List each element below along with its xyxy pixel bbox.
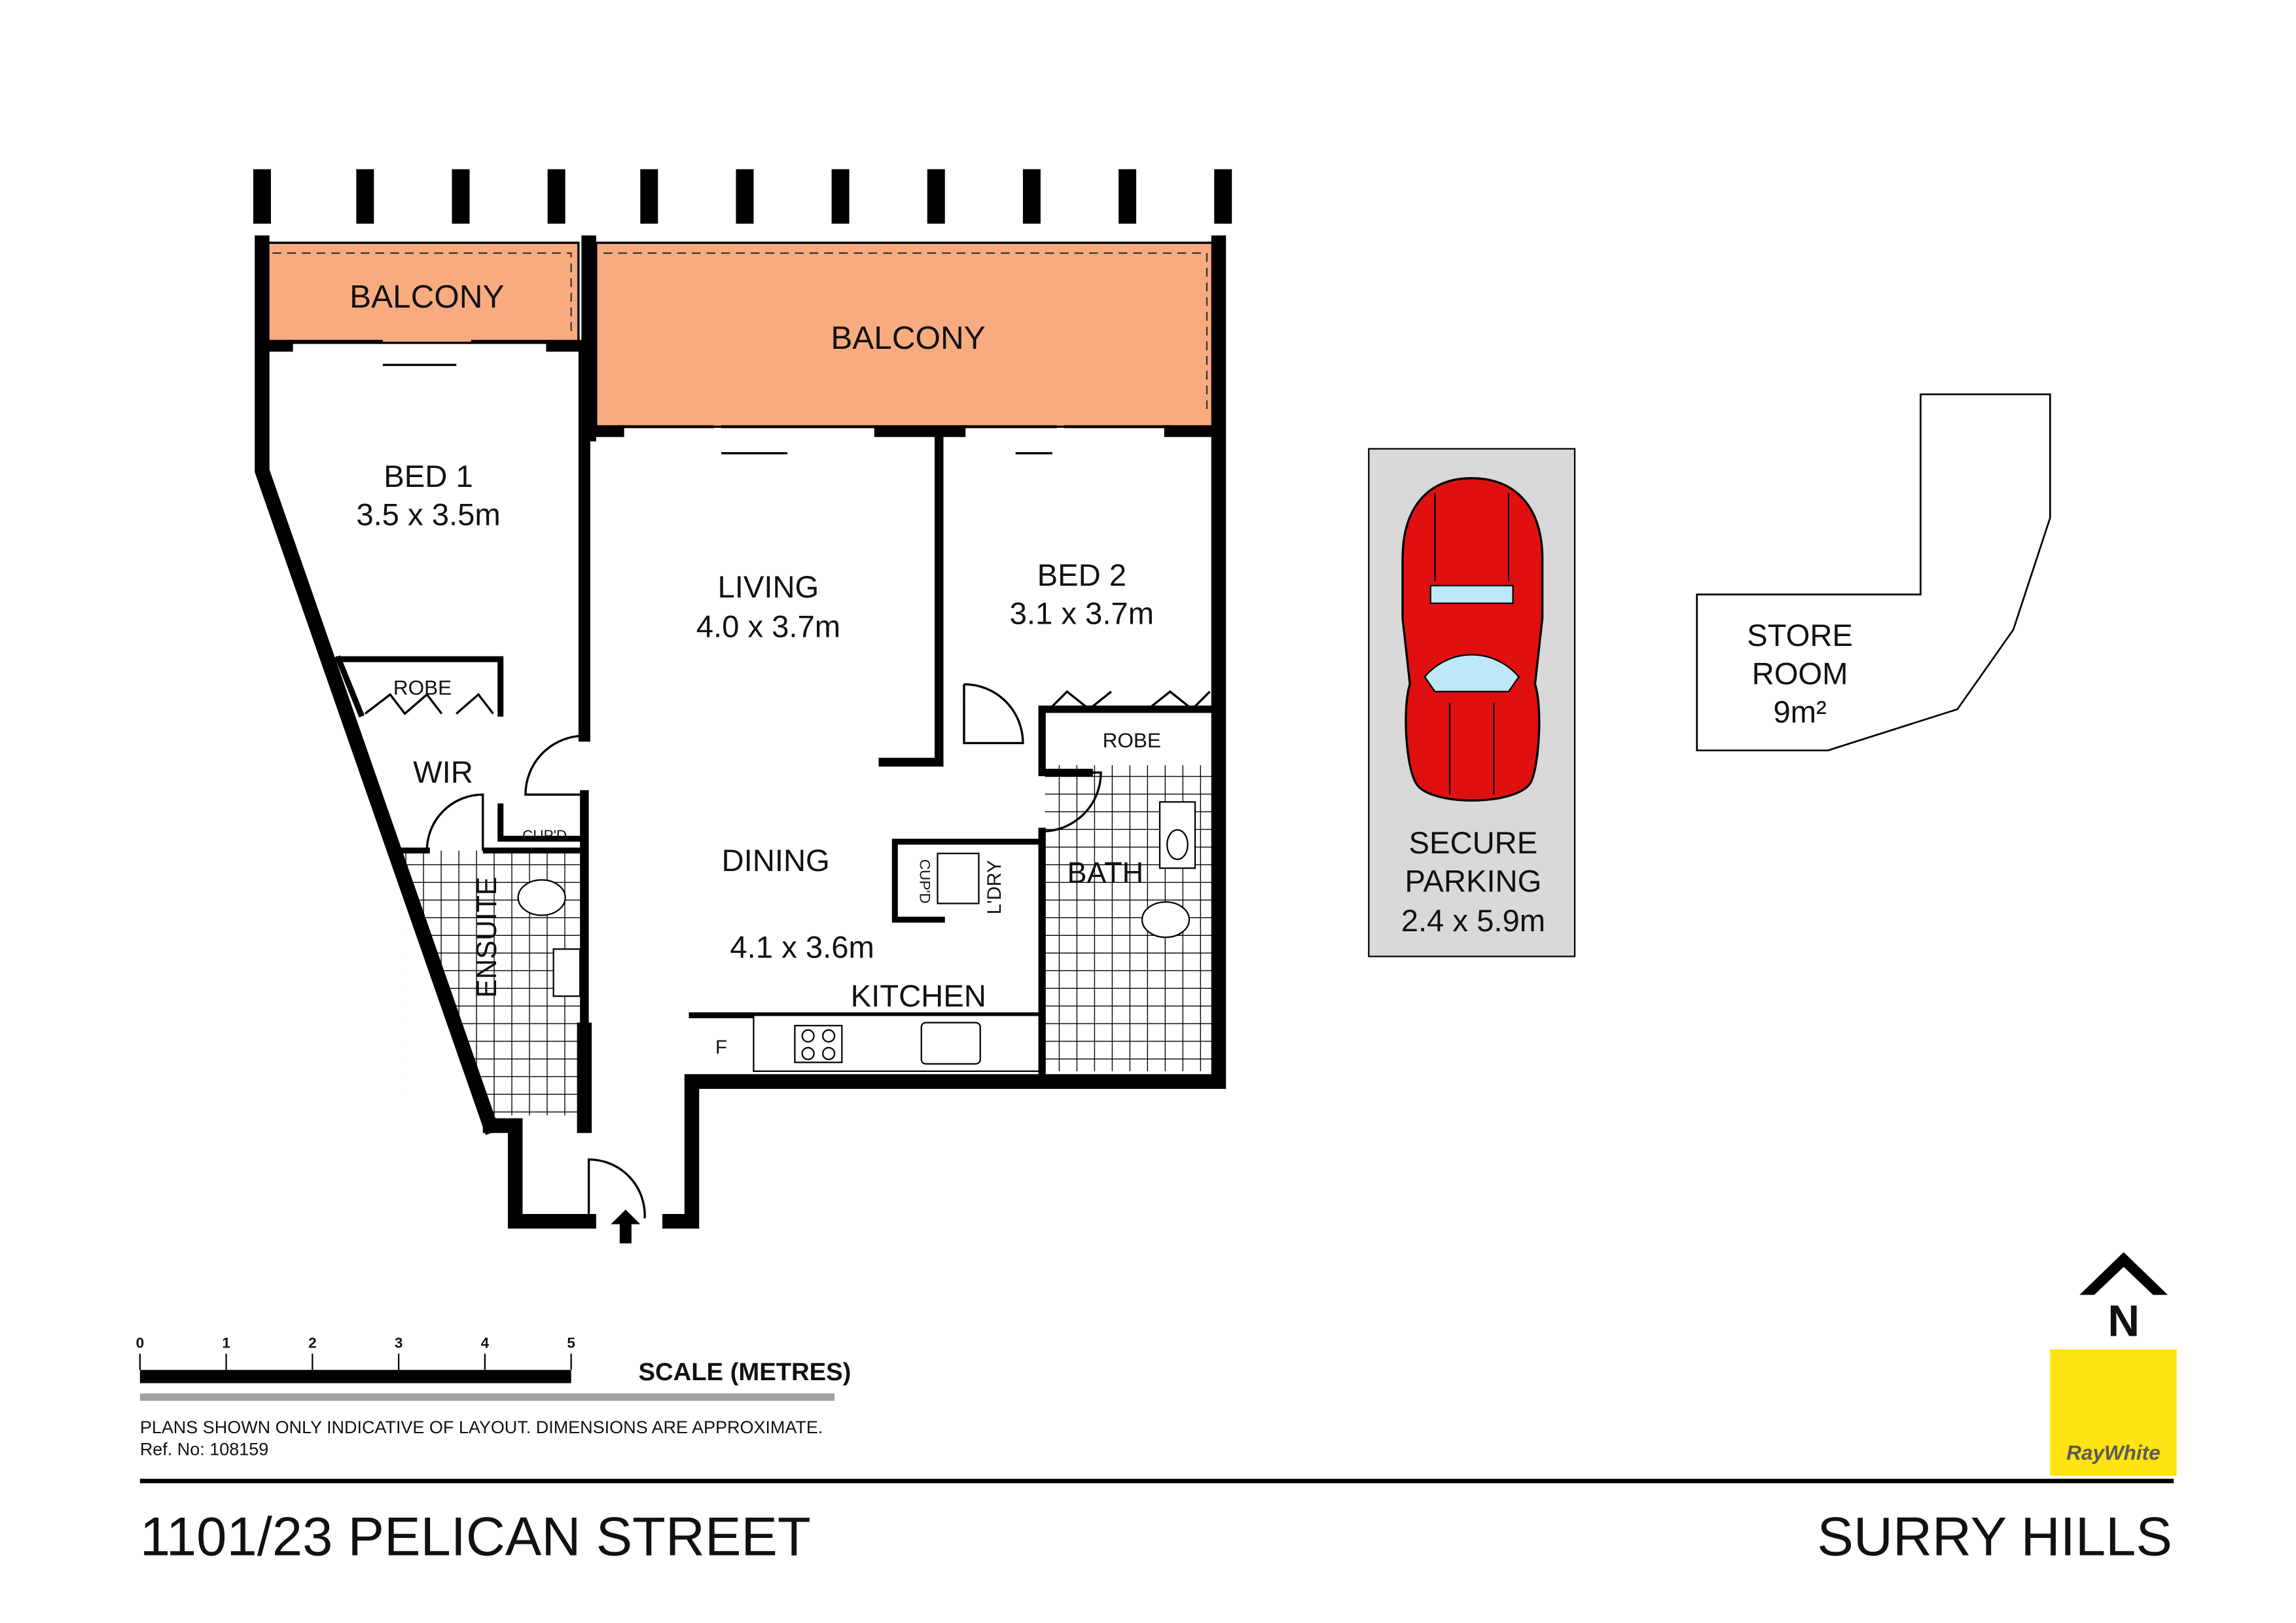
store-label-2: ROOM bbox=[1752, 657, 1848, 692]
scale-tick-2: 2 bbox=[308, 1335, 317, 1351]
robe2-label: ROBE bbox=[1103, 729, 1161, 752]
store-size: 9m² bbox=[1773, 695, 1826, 730]
cupd1-label: CUP'D bbox=[522, 827, 567, 844]
dining-size: 4.1 x 3.6m bbox=[730, 931, 874, 965]
parking-label-2: PARKING bbox=[1405, 865, 1541, 899]
bed1-label: BED 1 bbox=[384, 459, 473, 494]
bed2-size: 3.1 x 3.7m bbox=[1010, 596, 1154, 631]
scale-tick-3: 3 bbox=[395, 1335, 403, 1351]
walls bbox=[255, 235, 1227, 1229]
scale-bar bbox=[139, 1353, 835, 1401]
balcony-left-label: BALCONY bbox=[350, 279, 504, 315]
store-room bbox=[1696, 393, 2051, 752]
scale-label: SCALE (METRES) bbox=[639, 1358, 852, 1386]
balcony-main bbox=[595, 241, 1220, 428]
store-label-1: STORE bbox=[1747, 618, 1853, 653]
parking-size: 2.4 x 5.9m bbox=[1401, 904, 1545, 938]
wir-label: WIR bbox=[413, 755, 473, 790]
living-size: 4.0 x 3.7m bbox=[696, 610, 840, 645]
kitchen-label: KITCHEN bbox=[851, 979, 986, 1014]
car-icon bbox=[1401, 477, 1544, 802]
balcony-main-label: BALCONY bbox=[831, 320, 985, 356]
cupd2-label: CUP'D bbox=[916, 859, 933, 904]
facade-columns bbox=[253, 169, 1232, 224]
north-label: N bbox=[2108, 1297, 2140, 1346]
entry-arrow-icon bbox=[611, 1209, 641, 1243]
dining-label: DINING bbox=[722, 844, 830, 878]
robe1-label: ROBE bbox=[393, 676, 452, 699]
parking-label-1: SECURE bbox=[1409, 826, 1538, 861]
robe-doors bbox=[364, 690, 1211, 715]
raywhite-logo-text: RayWhite bbox=[2066, 1441, 2160, 1464]
door-swings bbox=[425, 683, 1102, 1219]
address: 1101/23 PELICAN STREET bbox=[140, 1507, 811, 1567]
reference-number: Ref. No: 108159 bbox=[140, 1440, 268, 1459]
bath-label: BATH bbox=[1067, 856, 1144, 889]
footer-divider bbox=[139, 1478, 2174, 1484]
north-arrow-icon bbox=[2079, 1252, 2168, 1295]
disclaimer: PLANS SHOWN ONLY INDICATIVE OF LAYOUT. D… bbox=[140, 1418, 823, 1437]
bed2-label: BED 2 bbox=[1037, 558, 1126, 593]
bed1-size: 3.5 x 3.5m bbox=[356, 498, 500, 533]
scale-tick-5: 5 bbox=[567, 1335, 575, 1351]
living-label: LIVING bbox=[718, 570, 819, 605]
scale-tick-1: 1 bbox=[222, 1335, 230, 1351]
raywhite-logo bbox=[2050, 1349, 2177, 1476]
suburb: SURRY HILLS bbox=[1817, 1507, 2172, 1567]
scale-tick-0: 0 bbox=[136, 1335, 145, 1351]
scale-tick-4: 4 bbox=[481, 1335, 490, 1351]
balcony-left bbox=[264, 241, 580, 344]
fridge-label: F bbox=[715, 1037, 727, 1058]
laundry-label: L'DRY bbox=[984, 860, 1005, 914]
ensuite-label: ENSUITE bbox=[471, 877, 503, 998]
